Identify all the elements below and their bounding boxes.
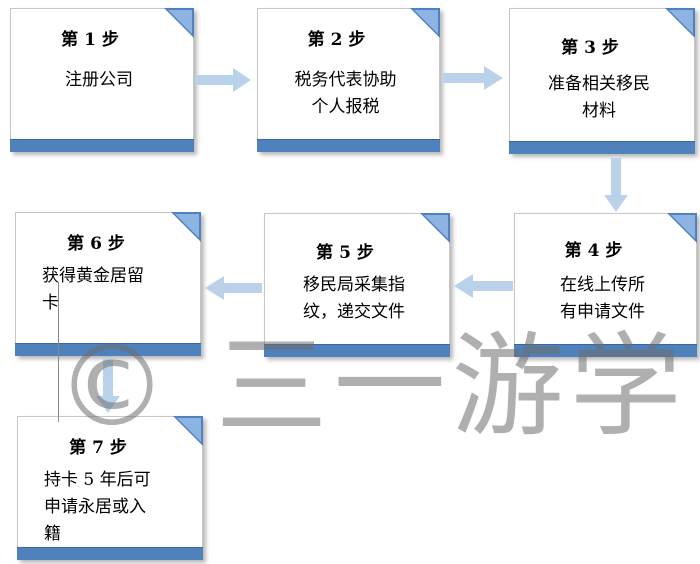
step-box-2: 第 2 步 税务代表协助 个人报税: [257, 8, 440, 152]
arrow-left-icon: [205, 276, 262, 300]
step-box-4: 第 4 步 在线上传所 有申请文件: [514, 213, 697, 357]
step-bar: [514, 344, 697, 357]
step-bar: [257, 139, 440, 152]
step-bar: [509, 141, 695, 154]
step-text: 在线上传所 有申请文件: [560, 275, 645, 322]
step-bar: [15, 343, 201, 356]
step-title: 第 7 步: [69, 438, 127, 458]
arrow-down-icon: [604, 158, 628, 212]
step-text: 注册公司: [65, 70, 133, 90]
step-title: 第 2 步: [307, 30, 366, 50]
step-box-5: 第 5 步 移民局采集指 纹，递交文件: [264, 213, 450, 357]
step-text: 持卡 5 年后可 申请永居或入 籍: [44, 470, 151, 544]
step-box-1: 第 1 步 注册公司: [10, 8, 194, 152]
corner-fold-icon: [171, 212, 201, 242]
step-text: 税务代表协助 个人报税: [294, 70, 397, 117]
step-box-3: 第 3 步 准备相关移民 材料: [509, 8, 695, 154]
step-title: 第 3 步: [561, 38, 619, 58]
step-bar: [10, 139, 194, 152]
step-bar: [264, 344, 450, 357]
step-text: 准备相关移民 材料: [548, 74, 650, 121]
step-title: 第 5 步: [316, 243, 374, 263]
arrow-right-icon: [443, 66, 503, 90]
corner-fold-icon: [173, 416, 203, 446]
arrow-right-icon: [195, 68, 251, 92]
step-bar: [17, 547, 203, 560]
corner-fold-icon: [667, 213, 697, 243]
step-title: 第 1 步: [61, 30, 119, 50]
corner-fold-icon: [164, 8, 194, 38]
corner-fold-icon: [665, 8, 695, 38]
step-text: 移民局采集指 纹，递交文件: [303, 275, 405, 322]
step-title: 第 6 步: [67, 234, 125, 254]
step-text: 获得黄金居留 卡: [42, 266, 144, 313]
corner-fold-icon: [410, 8, 440, 38]
step-title: 第 4 步: [564, 241, 623, 261]
arrow-down-icon: [96, 358, 120, 413]
arrow-left-icon: [454, 274, 513, 298]
corner-fold-icon: [420, 213, 450, 243]
step-box-7: 第 7 步 持卡 5 年后可 申请永居或入 籍: [17, 416, 203, 560]
step-box-6: 第 6 步 获得黄金居留 卡: [15, 212, 201, 356]
guide-line: [58, 282, 59, 422]
